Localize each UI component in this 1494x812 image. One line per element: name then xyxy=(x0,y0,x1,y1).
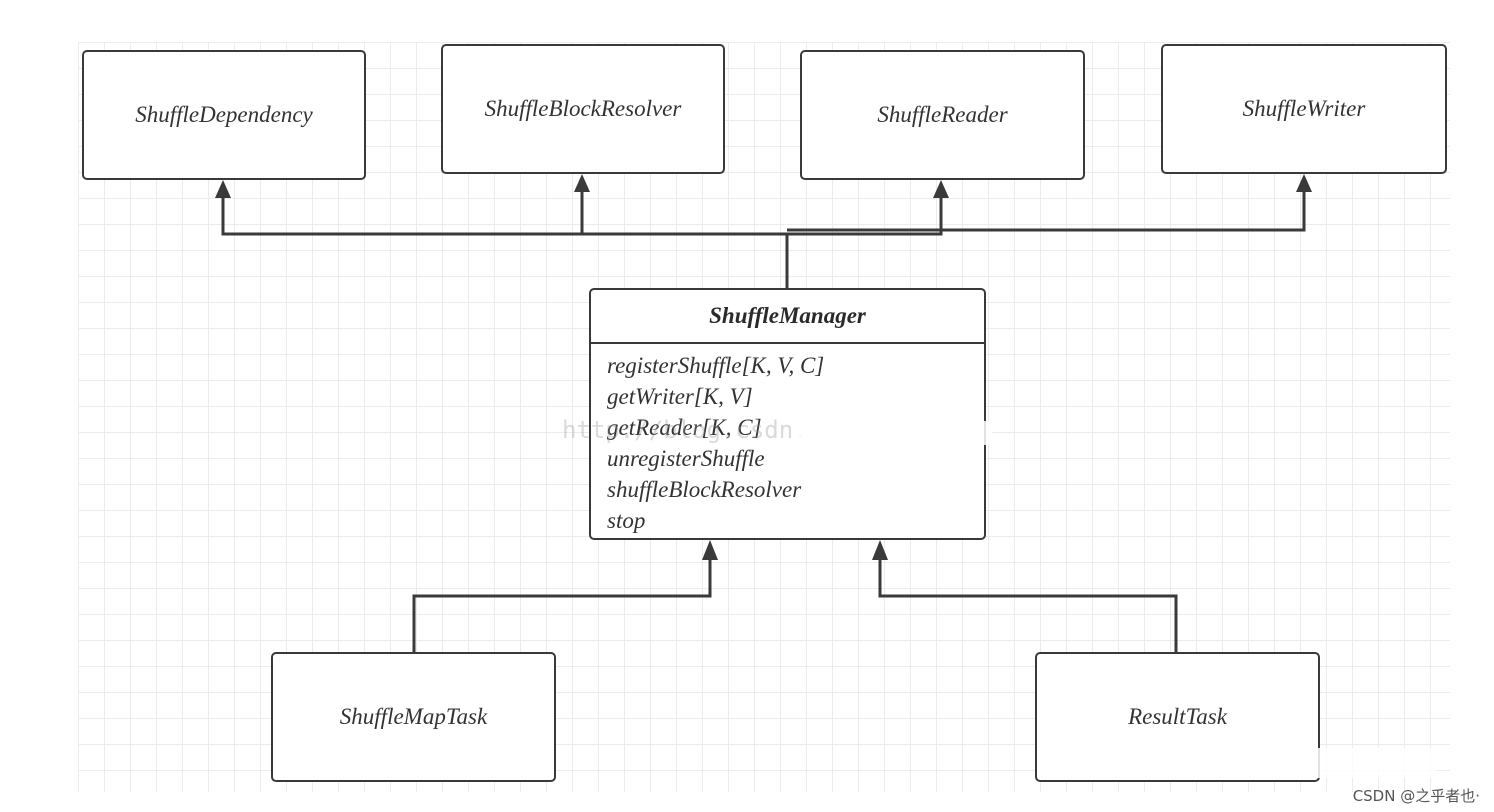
arrowhead-manager-right xyxy=(872,540,888,560)
shuffle-manager-header: ShuffleManager xyxy=(591,290,984,344)
connector-manager-to-reader xyxy=(787,196,943,236)
shuffle-manager-method-list: registerShuffle[K, V, C] getWriter[K, V]… xyxy=(591,344,984,536)
method-stop: stop xyxy=(607,508,646,533)
method-register-shuffle: registerShuffle[K, V, C] xyxy=(607,353,825,378)
arrowhead-writer xyxy=(1296,174,1312,192)
arrowhead-manager-left xyxy=(702,540,718,560)
shuffle-dependency-box: ShuffleDependency xyxy=(82,50,366,180)
arrowhead-reader xyxy=(933,180,949,198)
connector-manager-to-dependency xyxy=(221,196,789,288)
method-get-reader: getReader[K, C] xyxy=(607,415,762,440)
shuffle-reader-label: ShuffleReader xyxy=(877,102,1008,127)
shuffle-map-task-box: ShuffleMapTask xyxy=(271,652,556,782)
connector-maptask-to-manager xyxy=(412,558,712,652)
shuffle-map-task-label: ShuffleMapTask xyxy=(339,704,488,729)
result-task-label: ResultTask xyxy=(1128,704,1227,729)
method-shuffle-block-resolver: shuffleBlockResolver xyxy=(607,477,802,502)
connector-resulttask-to-manager xyxy=(878,558,1178,652)
shuffle-block-resolver-label: ShuffleBlockResolver xyxy=(484,96,682,121)
arrowhead-resolver xyxy=(574,174,590,192)
watermark-url: http://blog.csdn. xyxy=(562,416,808,444)
shuffle-reader-box: ShuffleReader xyxy=(800,50,1085,180)
arrowhead-dependency xyxy=(215,180,231,198)
method-unregister-shuffle: unregisterShuffle xyxy=(607,446,765,471)
shuffle-manager-title: ShuffleManager xyxy=(709,303,866,328)
connector-manager-to-resolver xyxy=(580,190,787,236)
shuffle-writer-box: ShuffleWriter xyxy=(1161,44,1447,174)
method-get-writer: getWriter[K, V] xyxy=(607,384,753,409)
shuffle-block-resolver-box: ShuffleBlockResolver xyxy=(441,44,725,174)
watermark-credit: CSDN @之乎者也· xyxy=(1352,787,1480,805)
shuffle-dependency-label: ShuffleDependency xyxy=(135,102,313,127)
redaction-patch-footer xyxy=(1062,748,1436,778)
shuffle-manager-box: ShuffleManager registerShuffle[K, V, C] … xyxy=(589,288,986,540)
shuffle-writer-label: ShuffleWriter xyxy=(1242,96,1366,121)
connector-manager-to-writer xyxy=(787,190,1306,232)
redaction-patch-url xyxy=(792,421,992,445)
